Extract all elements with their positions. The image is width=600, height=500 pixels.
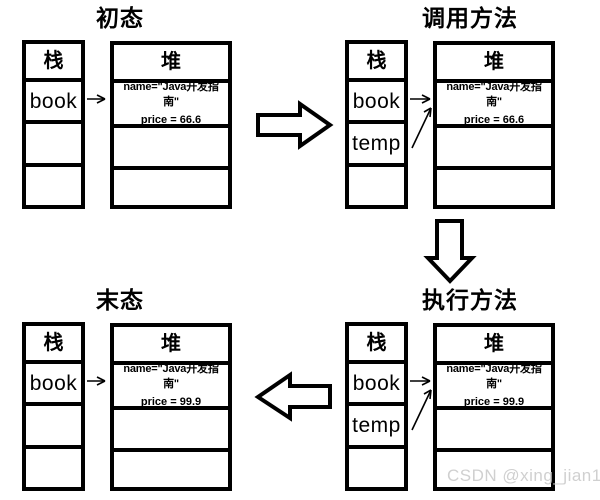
stack-header-execute-method: 栈 bbox=[349, 326, 404, 364]
panel-title-execute-method: 执行方法 bbox=[422, 287, 518, 313]
heap-object-1-call-method bbox=[437, 128, 551, 170]
heap-object-2-final bbox=[114, 452, 228, 491]
heap-object-2-call-method bbox=[437, 170, 551, 209]
heap-object-name-call-method: name="Java开发指南" bbox=[446, 83, 542, 108]
heap-object-price-value-execute-method: 99.9 bbox=[502, 395, 525, 408]
stack-header-final: 栈 bbox=[26, 326, 81, 364]
stack-box-call-method: 栈 book temp bbox=[345, 40, 408, 209]
heap-box-final: 堆 name="Java开发指南" price = 99.9 bbox=[110, 323, 232, 491]
flow-arrow-right bbox=[256, 100, 334, 150]
stack-slot-1-initial bbox=[26, 124, 81, 167]
stack-slot-0-initial: book bbox=[26, 82, 81, 124]
heap-object-price-label-final: price = bbox=[140, 395, 180, 408]
heap-header-call-method: 堆 bbox=[437, 45, 551, 83]
heap-object-price-value-initial: 66.6 bbox=[179, 113, 202, 126]
stack-box-final: 栈 book bbox=[22, 322, 85, 491]
heap-object-name-final: name="Java开发指南" bbox=[123, 365, 219, 390]
book-reference-arrow-final bbox=[87, 376, 106, 386]
stack-slot-1-final bbox=[26, 406, 81, 449]
heap-object-price-label-initial: price = bbox=[140, 113, 180, 126]
heap-box-execute-method: 堆 name="Java开发指南" price = 99.9 bbox=[433, 323, 555, 491]
temp-reference-arrow-call-method bbox=[411, 107, 432, 149]
stack-header-call-method: 栈 bbox=[349, 44, 404, 82]
book-reference-arrow-execute-method bbox=[410, 376, 431, 386]
stack-box-execute-method: 栈 book temp bbox=[345, 322, 408, 491]
stack-slot-2-initial bbox=[26, 167, 81, 209]
heap-object-name-execute-method: name="Java开发指南" bbox=[446, 365, 542, 390]
heap-object-2-initial bbox=[114, 170, 228, 209]
heap-object-0-initial: name="Java开发指南" price = 66.6 bbox=[114, 83, 228, 128]
watermark: CSDN @xing_jian1 bbox=[447, 466, 600, 485]
heap-object-price-label-call-method: price = bbox=[463, 113, 503, 126]
heap-object-price-value-final: 99.9 bbox=[179, 395, 202, 408]
heap-object-1-initial bbox=[114, 128, 228, 170]
stack-box-initial: 栈 book bbox=[22, 40, 85, 209]
heap-box-initial: 堆 name="Java开发指南" price = 66.6 bbox=[110, 41, 232, 209]
stack-slot-2-execute-method bbox=[349, 449, 404, 491]
temp-reference-arrow-execute-method bbox=[411, 389, 432, 431]
panel-title-initial: 初态 bbox=[96, 5, 144, 31]
book-reference-arrow-initial bbox=[87, 94, 106, 104]
heap-header-final: 堆 bbox=[114, 327, 228, 365]
heap-object-0-final: name="Java开发指南" price = 99.9 bbox=[114, 365, 228, 410]
heap-object-price-label-execute-method: price = bbox=[463, 395, 503, 408]
stack-slot-0-execute-method: book bbox=[349, 364, 404, 406]
flow-arrow-down bbox=[423, 219, 477, 284]
panel-title-call-method: 调用方法 bbox=[422, 5, 518, 31]
stack-slot-0-final: book bbox=[26, 364, 81, 406]
stack-slot-2-final bbox=[26, 449, 81, 491]
heap-object-name-initial: name="Java开发指南" bbox=[123, 83, 219, 108]
flow-arrow-left bbox=[254, 371, 332, 422]
stack-slot-1-execute-method: temp bbox=[349, 406, 404, 449]
heap-object-price-value-call-method: 66.6 bbox=[502, 113, 525, 126]
stack-header-initial: 栈 bbox=[26, 44, 81, 82]
panel-title-final: 末态 bbox=[96, 287, 144, 313]
stack-slot-1-call-method: temp bbox=[349, 124, 404, 167]
heap-object-1-final bbox=[114, 410, 228, 452]
heap-object-0-execute-method: name="Java开发指南" price = 99.9 bbox=[437, 365, 551, 410]
stack-slot-2-call-method bbox=[349, 167, 404, 209]
stack-slot-0-call-method: book bbox=[349, 82, 404, 124]
heap-object-0-call-method: name="Java开发指南" price = 66.6 bbox=[437, 83, 551, 128]
book-reference-arrow-call-method bbox=[410, 94, 431, 104]
heap-object-1-execute-method bbox=[437, 410, 551, 452]
heap-header-initial: 堆 bbox=[114, 45, 228, 83]
heap-box-call-method: 堆 name="Java开发指南" price = 66.6 bbox=[433, 41, 555, 209]
heap-header-execute-method: 堆 bbox=[437, 327, 551, 365]
